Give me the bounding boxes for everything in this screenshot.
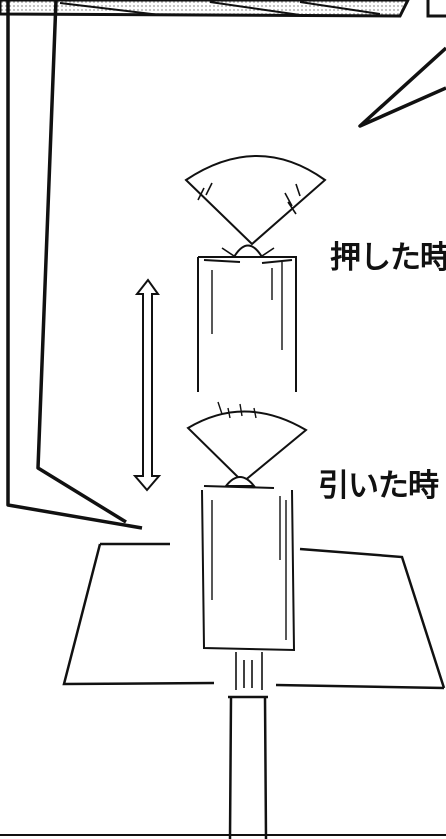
double-headed-arrow-icon (132, 278, 162, 492)
balloon-outline (6, 0, 446, 530)
pushed-cylinder (197, 256, 297, 392)
label-pulled: 引いた時 (318, 468, 439, 504)
rod (228, 695, 268, 839)
pulled-cylinder (201, 489, 296, 652)
pulled-mechanism (186, 401, 308, 690)
platform (62, 542, 446, 690)
pushed-fan (184, 155, 327, 246)
label-pushed: 押した時 (330, 240, 446, 276)
pulled-fan (186, 410, 308, 484)
pushed-knob (232, 244, 264, 258)
pulled-knob (223, 476, 257, 487)
pushed-mechanism (184, 155, 327, 392)
top-panel-fragment (0, 0, 446, 18)
